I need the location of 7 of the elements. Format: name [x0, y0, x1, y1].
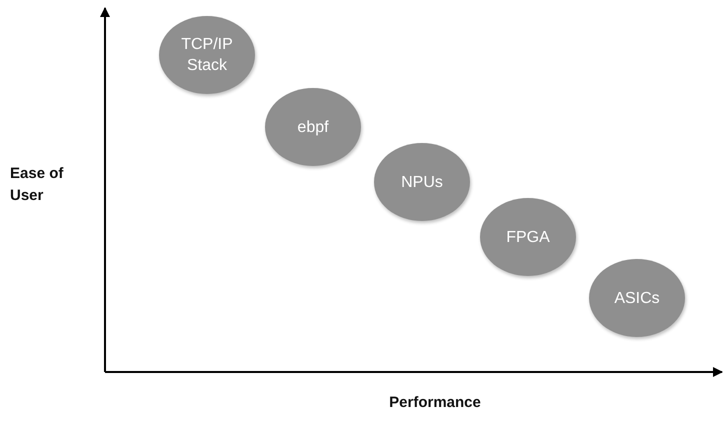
axis-label: Ease of User [10, 164, 64, 206]
node-label: FPGA [505, 228, 551, 248]
node-label: ASICs [613, 288, 661, 308]
axis-label: Performance [388, 393, 482, 413]
node-label: NPUs [400, 172, 444, 192]
node-label: ebpf [296, 118, 330, 138]
node-label: TCP/IP Stack [180, 35, 234, 76]
